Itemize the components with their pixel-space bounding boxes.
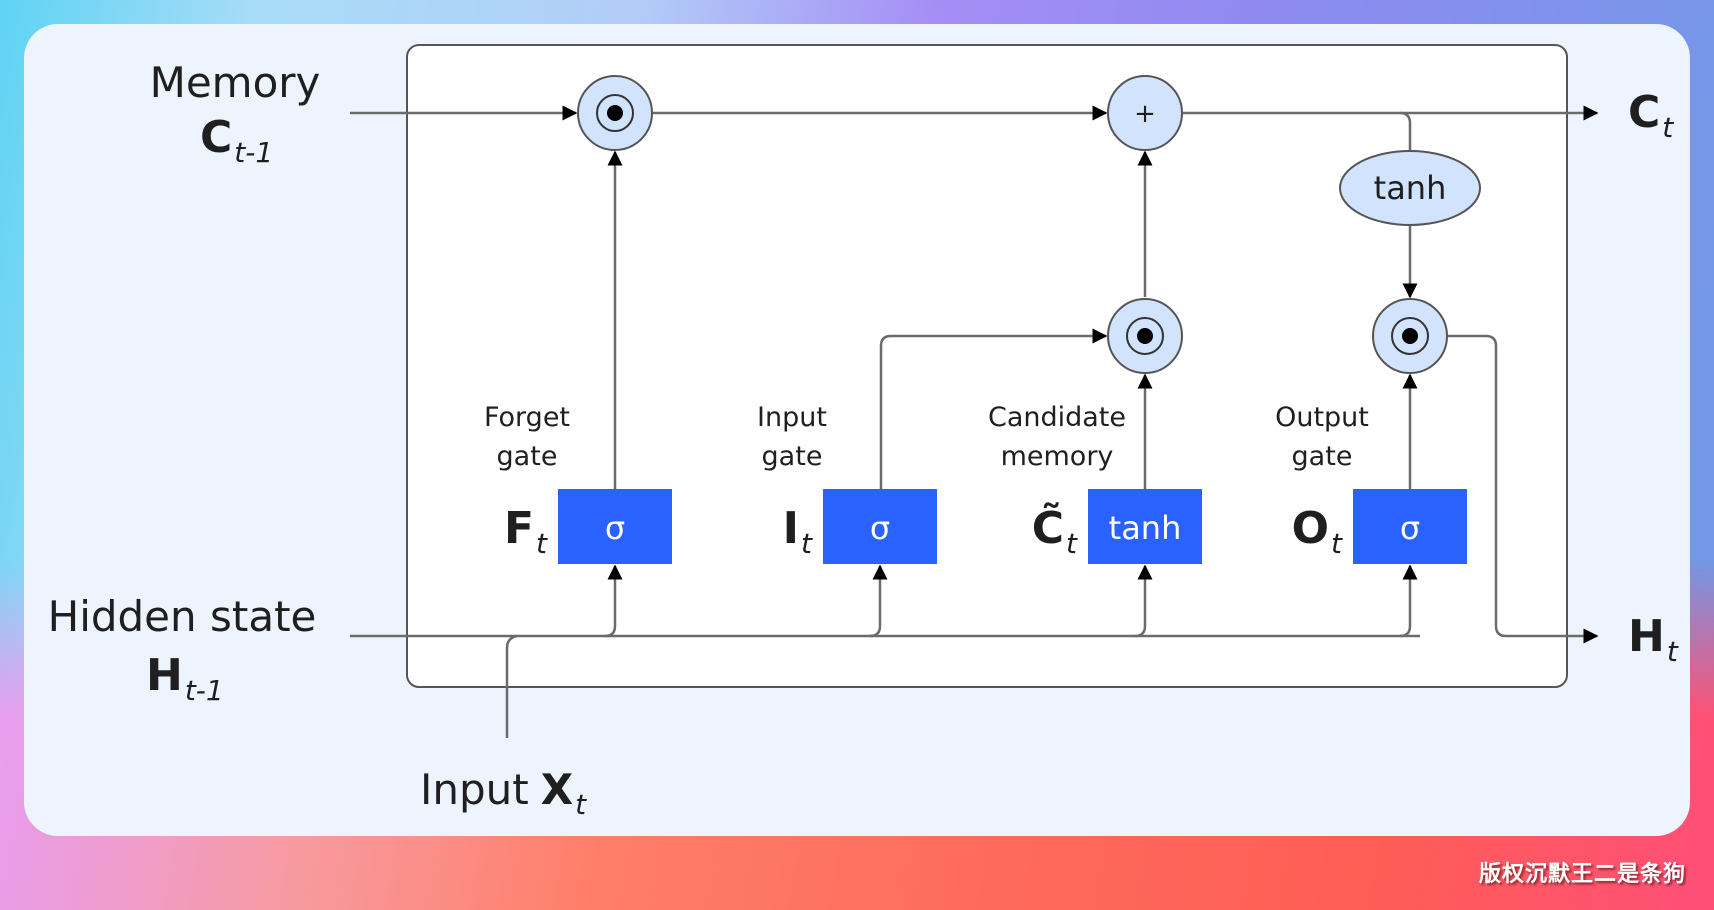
forget-multiply-operator (577, 75, 653, 151)
candidate-gate-symbol: C̃t (1032, 501, 1078, 560)
output-gate-symbol: Ot (1292, 503, 1343, 560)
candidate-gate-name-line1: Candidate (988, 402, 1126, 433)
input-gate-output-line (879, 328, 1108, 489)
watermark: 版权沉默王二是条狗 (1478, 862, 1686, 887)
hidden-in-symbol: Ht-1 (146, 650, 224, 707)
output-activation-label: σ (1400, 509, 1420, 547)
input-gate-name-line2: gate (762, 441, 823, 472)
output-gate-name-line1: Output (1275, 402, 1369, 433)
input-multiply-operator (1107, 298, 1183, 374)
output-multiply-operator (1372, 298, 1448, 374)
forget-activation-label: σ (605, 509, 625, 547)
output-gate-name-line2: gate (1292, 441, 1353, 472)
cell-boundary (406, 44, 1568, 688)
add-operator: + (1107, 75, 1183, 151)
input-activation-label: σ (870, 509, 890, 547)
candidate-gate-name-line2: memory (1001, 441, 1114, 472)
output-tanh-label: tanh (1374, 169, 1447, 207)
hidden-out-line (1448, 334, 1599, 644)
input-gate-input-line (869, 564, 888, 638)
forget-gate-name-line1: Forget (484, 402, 570, 433)
forget-gate-name-line2: gate (497, 441, 558, 472)
output-gate-box (1353, 489, 1467, 564)
input-gate-box (823, 489, 937, 564)
hidden-out-symbol: Ht (1628, 611, 1679, 668)
candidate-activation-label: tanh (1109, 509, 1182, 547)
input-gate-symbol: It (783, 503, 813, 560)
memory-in-symbol: Ct-1 (200, 112, 273, 169)
candidate-gate-box (1088, 489, 1202, 564)
output-gate-input-line (1399, 564, 1418, 638)
memory-to-tanh-line (1399, 111, 1412, 151)
hidden-state-label: Hidden state (48, 592, 317, 641)
output-tanh-operator: tanh (1339, 150, 1481, 226)
add-symbol: + (1134, 99, 1156, 129)
forget-gate-symbol: Ft (504, 503, 548, 560)
candidate-input-line (1134, 564, 1153, 638)
memory-label: Memory (150, 58, 321, 107)
input-gate-name-line1: Input (757, 402, 827, 433)
memory-out-symbol: Ct (1628, 87, 1674, 144)
forget-gate-input-line (604, 564, 623, 638)
forget-gate-box (558, 489, 672, 564)
input-x-line (505, 634, 518, 738)
